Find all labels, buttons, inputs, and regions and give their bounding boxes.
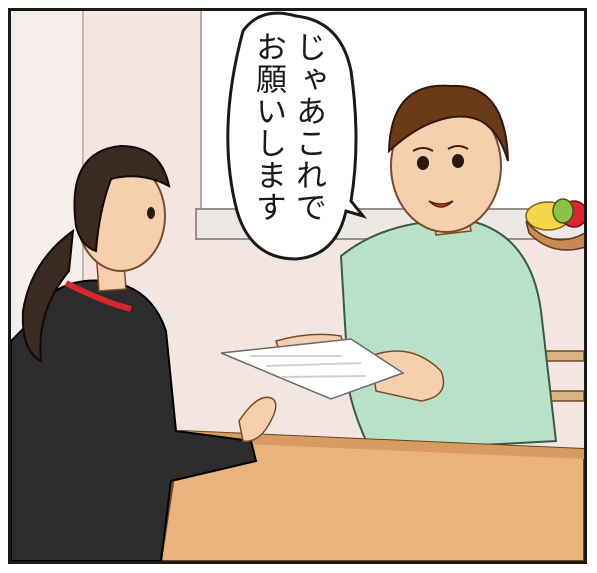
- fruit-bowl: [525, 198, 584, 251]
- speech-line-2: お願いします: [250, 31, 286, 223]
- man-hair: [387, 84, 509, 162]
- speech-bubble: [226, 11, 368, 261]
- speech-line-1: じゃあこれで: [290, 31, 326, 223]
- woman-hair: [73, 144, 171, 253]
- man: [275, 84, 558, 453]
- comic-panel: じゃあこれで お願いします: [8, 8, 587, 564]
- document: [220, 338, 405, 400]
- lanyard: [64, 280, 132, 312]
- comic-illustration: [11, 11, 584, 561]
- woman: [11, 144, 277, 561]
